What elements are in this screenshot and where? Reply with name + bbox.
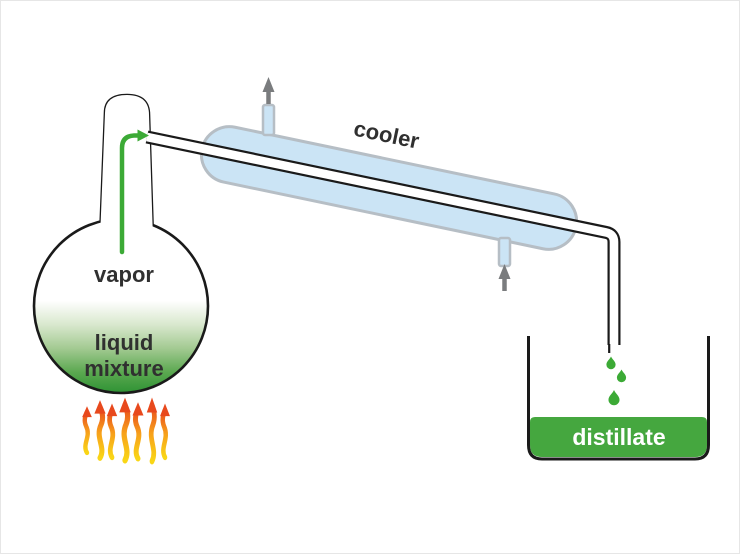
flame-icon — [107, 404, 117, 458]
droplet-icon — [608, 390, 620, 406]
liquid-mixture-label-line2: mixture — [84, 356, 163, 381]
flames — [82, 398, 170, 462]
flame-icon — [82, 406, 92, 453]
liquid-mixture-label-line1: liquid — [95, 330, 154, 355]
vapor-flow-arrow-icon — [119, 129, 149, 255]
water-in-arrow-icon — [498, 264, 511, 291]
flame-icon — [160, 404, 170, 458]
distillate-label: distillate — [572, 424, 665, 450]
flame-icon — [119, 398, 131, 461]
droplet-icon — [606, 356, 616, 370]
collection-beaker — [527, 336, 710, 461]
cooler-label: cooler — [352, 116, 422, 154]
distillate-liquid — [530, 417, 707, 457]
flame-icon — [147, 398, 157, 462]
droplet-icon — [616, 369, 627, 383]
water-inlet-nozzle — [497, 236, 512, 268]
flame-icon — [133, 402, 144, 458]
condenser-tube — [145, 130, 621, 353]
water-outlet-nozzle — [261, 103, 276, 137]
vapor-label: vapor — [94, 262, 154, 287]
beaker-outline — [527, 336, 710, 461]
water-out-arrow-icon — [262, 77, 275, 104]
flame-icon — [94, 400, 105, 458]
droplets — [606, 356, 627, 406]
round-bottom-flask — [32, 93, 210, 395]
